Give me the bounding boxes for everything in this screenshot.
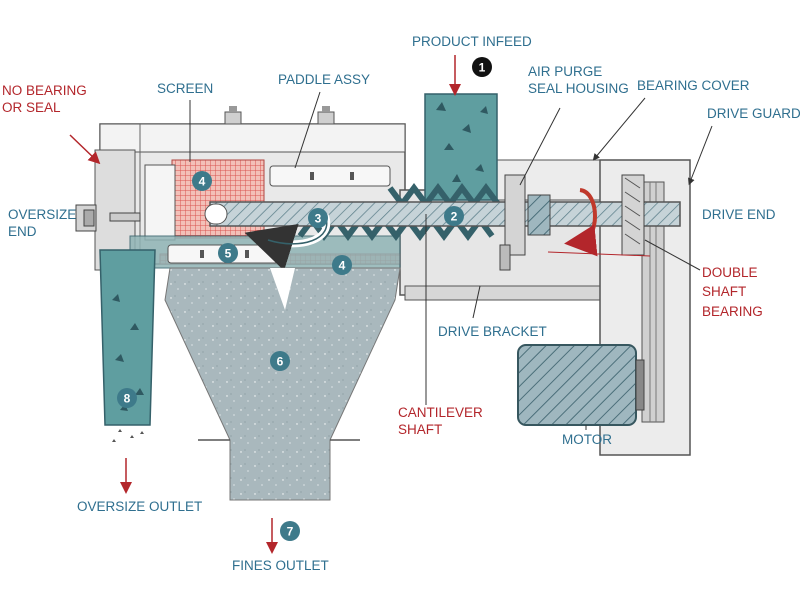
label-fines-outlet: FINES OUTLET — [232, 558, 329, 573]
label-cantilever-2: SHAFT — [398, 422, 442, 437]
badge-5: 5 — [218, 243, 238, 263]
label-air-purge-1: AIR PURGE — [528, 64, 602, 79]
fines-hopper — [164, 267, 401, 501]
label-paddle-assy: PADDLE ASSY — [278, 72, 370, 87]
label-double-shaft-2: SHAFT — [702, 284, 746, 299]
label-screen: SCREEN — [157, 81, 213, 96]
svg-text:8: 8 — [124, 392, 131, 406]
badge-1: 1 — [472, 57, 492, 77]
label-oversize-outlet: OVERSIZE OUTLET — [77, 499, 202, 514]
svg-text:5: 5 — [225, 247, 232, 261]
svg-text:1: 1 — [479, 61, 486, 75]
label-bearing-cover: BEARING COVER — [637, 78, 750, 93]
label-drive-guard: DRIVE GUARD — [707, 106, 800, 121]
label-no-bearing-2: OR SEAL — [2, 100, 61, 115]
leader-lines — [69, 55, 713, 554]
bearings — [499, 174, 645, 271]
svg-text:4: 4 — [199, 175, 206, 189]
label-motor: MOTOR — [562, 432, 612, 447]
label-oversize-end-1: OVERSIZE — [8, 207, 76, 222]
label-double-shaft-1: DOUBLE — [702, 265, 758, 280]
badge-8: 8 — [117, 388, 137, 408]
svg-text:3: 3 — [315, 212, 322, 226]
label-oversize-end-2: END — [8, 224, 37, 239]
label-cantilever-1: CANTILEVER — [398, 405, 483, 420]
number-badges: 1 2 3 4 4 5 6 7 — [117, 57, 492, 541]
badge-3: 3 — [308, 208, 328, 228]
labels: PRODUCT INFEED NO BEARING OR SEAL SCREEN… — [2, 34, 800, 573]
badge-6: 6 — [270, 351, 290, 371]
label-double-shaft-3: BEARING — [702, 304, 763, 319]
badge-4a: 4 — [192, 171, 212, 191]
motor — [517, 344, 645, 426]
label-product-infeed: PRODUCT INFEED — [412, 34, 532, 49]
badge-2: 2 — [444, 206, 464, 226]
label-no-bearing-1: NO BEARING — [2, 83, 87, 98]
cantilever-shaft — [204, 201, 681, 227]
svg-text:4: 4 — [339, 259, 346, 273]
label-air-purge-2: SEAL HOUSING — [528, 81, 629, 96]
oversize-end-flange — [75, 204, 141, 232]
svg-text:6: 6 — [277, 355, 284, 369]
badge-7: 7 — [280, 521, 300, 541]
oversize-outlet-chute — [99, 249, 156, 442]
badge-4b: 4 — [332, 255, 352, 275]
svg-text:2: 2 — [451, 210, 458, 224]
label-drive-bracket: DRIVE BRACKET — [438, 324, 547, 339]
svg-text:7: 7 — [287, 525, 294, 539]
rotation-arrow-drive — [564, 188, 598, 257]
label-drive-end: DRIVE END — [702, 207, 776, 222]
